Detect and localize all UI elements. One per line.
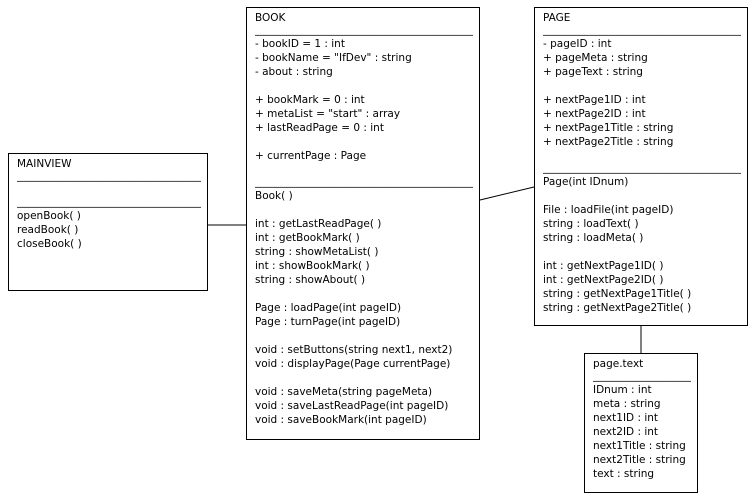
constructor: Book( ): [255, 190, 293, 202]
page-text-box: page.text ______________________________…: [584, 353, 698, 493]
separator: ________________________________________…: [543, 163, 741, 174]
separator: ________________________________________…: [255, 25, 473, 36]
member-line: string : getNextPage1Title( ): [543, 288, 692, 300]
member-line: + currentPage : Page: [255, 150, 367, 162]
member-line: + nextPage1ID : int: [543, 94, 646, 106]
method-list: void : saveMeta(string pageMeta) void : s…: [255, 385, 473, 427]
separator: ________________________________________…: [17, 197, 201, 208]
separator: ________________________________________…: [593, 371, 691, 382]
constructor: Page(int IDnum): [543, 176, 629, 188]
member-line: meta : string: [593, 398, 661, 410]
member-line: string : loadMeta( ): [543, 232, 644, 244]
book-page-connector: [479, 186, 535, 201]
separator: ________________________________________…: [17, 171, 201, 182]
member-line: Page : turnPage(int pageID): [255, 316, 401, 328]
attribute-list: - pageID : int + pageMeta : string + pageT…: [543, 37, 741, 79]
member-line: + metaList = "start" : array: [255, 108, 401, 120]
page-class-box: PAGE ___________________________________…: [534, 7, 748, 326]
method-list: int : getNextPage1ID( ) int : getNextPage…: [543, 259, 741, 315]
method-list: Page : loadPage(int pageID) Page : turnPa…: [255, 301, 473, 329]
member-line: + bookMark = 0 : int: [255, 94, 365, 106]
member-line: void : saveMeta(string pageMeta): [255, 386, 433, 398]
member-line: next1Title : string: [593, 440, 686, 452]
attribute-list: - bookID = 1 : int - bookName = "IfDev" :…: [255, 37, 473, 79]
member-line: void : displayPage(Page currentPage): [255, 358, 451, 370]
member-line: openBook( ): [17, 210, 81, 222]
book-class-box: BOOK ___________________________________…: [246, 7, 480, 440]
member-line: void : saveLastReadPage(int pageID): [255, 400, 449, 412]
member-line: + lastReadPage = 0 : int: [255, 122, 384, 134]
member-line: next2Title : string: [593, 454, 686, 466]
separator: ________________________________________…: [255, 177, 473, 188]
member-line: + pageMeta : string: [543, 52, 648, 64]
member-line: + pageText : string: [543, 66, 643, 78]
class-title: page.text: [593, 358, 644, 370]
member-line: - about : string: [255, 66, 333, 78]
class-title: BOOK: [255, 12, 286, 24]
member-line: IDnum : int: [593, 384, 652, 396]
member-line: text : string: [593, 468, 655, 480]
member-line: string : showMetaList( ): [255, 246, 379, 258]
member-line: Page : loadPage(int pageID): [255, 302, 402, 314]
method-list: File : loadFile(int pageID) string : load…: [543, 203, 741, 245]
member-line: next1ID : int: [593, 412, 659, 424]
member-line: string : getNextPage2Title( ): [543, 302, 692, 314]
method-list: void : setButtons(string next1, next2) vo…: [255, 343, 473, 371]
mainview-class-box: MAINVIEW _______________________________…: [8, 153, 208, 291]
member-line: readBook( ): [17, 224, 79, 236]
attribute-list: + nextPage1ID : int + nextPage2ID : int + …: [543, 93, 741, 149]
member-line: + nextPage2Title : string: [543, 136, 674, 148]
member-line: string : showAbout( ): [255, 274, 366, 286]
field-list: IDnum : int meta : string next1ID : int nex…: [593, 383, 691, 481]
member-line: int : getBookMark( ): [255, 232, 360, 244]
member-line: void : setButtons(string next1, next2): [255, 344, 453, 356]
attribute-list: + bookMark = 0 : int + metaList = "start"…: [255, 93, 473, 135]
method-list: openBook( ) readBook( ) closeBook( ): [17, 209, 201, 251]
class-title: MAINVIEW: [17, 158, 72, 170]
member-line: closeBook( ): [17, 238, 82, 250]
attribute-list: + currentPage : Page: [255, 149, 473, 163]
member-line: void : saveBookMark(int pageID): [255, 414, 427, 426]
member-line: - bookID = 1 : int: [255, 38, 345, 50]
member-line: - bookName = "IfDev" : string: [255, 52, 412, 64]
member-line: int : getNextPage2ID( ): [543, 274, 664, 286]
member-line: next2ID : int: [593, 426, 659, 438]
member-line: + nextPage1Title : string: [543, 122, 674, 134]
member-line: int : getNextPage1ID( ): [543, 260, 664, 272]
member-line: File : loadFile(int pageID): [543, 204, 674, 216]
method-list: int : getLastReadPage( ) int : getBookMar…: [255, 217, 473, 287]
member-line: string : loadText( ): [543, 218, 639, 230]
member-line: int : getLastReadPage( ): [255, 218, 382, 230]
separator: ________________________________________…: [543, 25, 741, 36]
member-line: int : showBookMark( ): [255, 260, 370, 272]
class-title: PAGE: [543, 12, 571, 24]
member-line: + nextPage2ID : int: [543, 108, 646, 120]
member-line: - pageID : int: [543, 38, 612, 50]
